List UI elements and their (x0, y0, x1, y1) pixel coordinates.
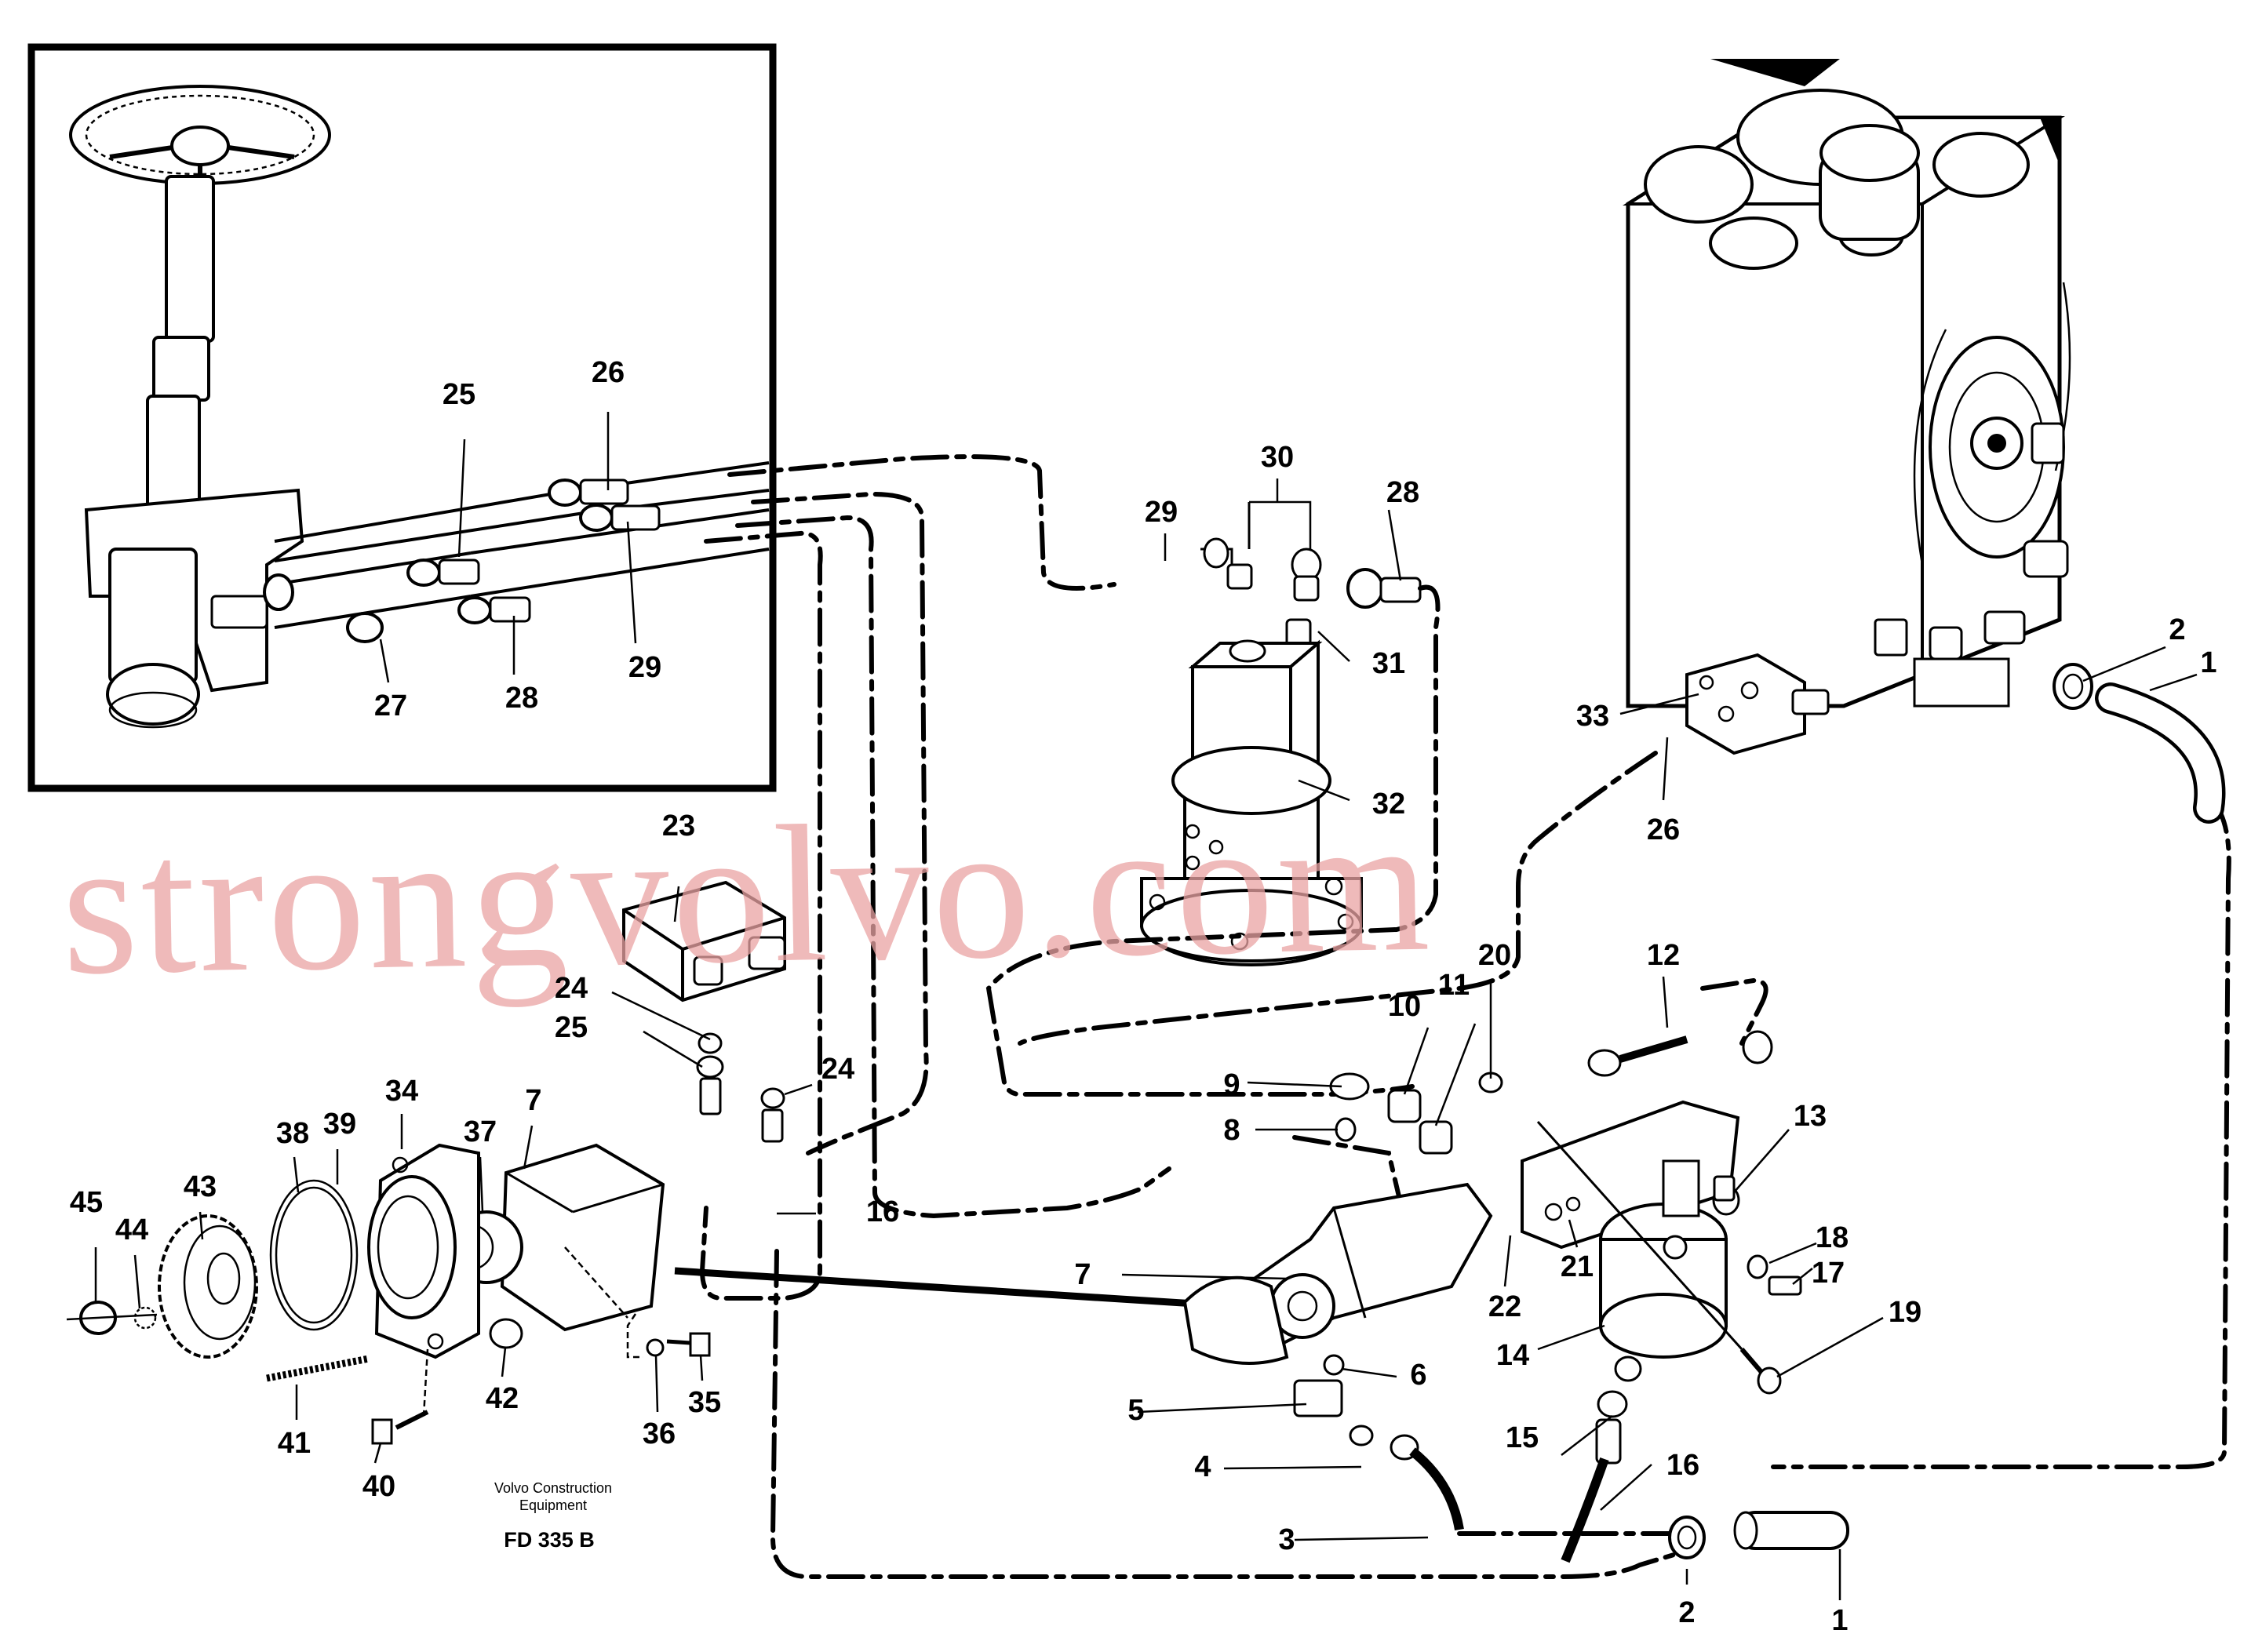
callout: 24 (821, 1053, 854, 1086)
callout: 4 (1194, 1450, 1211, 1483)
callout: 12 (1647, 939, 1680, 972)
callout: 26 (592, 356, 625, 389)
callout: 5 (1127, 1394, 1144, 1427)
callout: 36 (643, 1417, 676, 1450)
callout: 29 (628, 651, 661, 684)
callout: 2 (2169, 613, 2185, 646)
hydraulic-tank (1623, 59, 2093, 755)
callout: 8 (1223, 1114, 1240, 1147)
callout: 22 (1488, 1290, 1521, 1323)
callout: 45 (70, 1186, 103, 1219)
callout: 10 (1388, 990, 1421, 1023)
callout: 14 (1496, 1339, 1529, 1372)
exploded-pump-parts (66, 1143, 711, 1445)
callout: 28 (505, 682, 538, 715)
callout: 30 (1261, 441, 1294, 474)
callout: 26 (1647, 813, 1680, 846)
callout: 15 (1506, 1421, 1539, 1454)
steering-valve-unit (1140, 500, 1422, 966)
callout: 20 (1478, 939, 1511, 972)
callout: 40 (362, 1470, 395, 1503)
callout: 11 (1438, 969, 1470, 1002)
callout: 16 (1666, 1449, 1699, 1482)
callout: 28 (1386, 476, 1419, 509)
callout: 6 (1410, 1359, 1426, 1392)
callout: 1 (1831, 1604, 1848, 1637)
hydraulic-pipes (674, 454, 2231, 1579)
callout: 2 (1678, 1596, 1695, 1629)
callout: 3 (1278, 1523, 1295, 1556)
callout: 42 (486, 1382, 519, 1415)
callout: 39 (323, 1108, 356, 1141)
callout: 13 (1794, 1100, 1827, 1133)
callout: 43 (184, 1170, 217, 1203)
callout: 9 (1223, 1068, 1240, 1101)
callout: 19 (1889, 1296, 1921, 1329)
callout: 29 (1145, 496, 1178, 529)
callout: 34 (385, 1075, 418, 1108)
callout: 27 (374, 690, 407, 722)
callout: 31 (1372, 647, 1405, 680)
pump-assembly (1182, 1030, 1802, 1563)
callout: 37 (464, 1115, 497, 1148)
callout: 1 (2200, 646, 2216, 679)
callout: 25 (555, 1011, 588, 1044)
brand-line-2: Equipment (519, 1497, 587, 1513)
drawing-footer: Volvo Construction Equipment FD 335 B (494, 1480, 612, 1552)
drawing-code: FD 335 B (504, 1528, 595, 1552)
callout: 44 (115, 1214, 148, 1246)
callout: 25 (443, 378, 475, 411)
callout: 16 (866, 1195, 899, 1228)
callout: 41 (278, 1427, 311, 1460)
leader-lines (94, 478, 2198, 1600)
inset-steering-column (27, 43, 777, 792)
callout: 24 (555, 972, 588, 1005)
callout-labels: 1 2 33 26 29 30 28 31 32 25 26 27 28 29 … (70, 356, 2217, 1637)
callout: 32 (1372, 788, 1405, 821)
callout: 7 (1074, 1258, 1091, 1291)
callout: 35 (688, 1386, 721, 1419)
callout: 7 (525, 1084, 541, 1117)
callout: 38 (276, 1117, 309, 1150)
watermark-text: strongvolvo.com (60, 775, 1434, 1016)
brand-line-1: Volvo Construction (494, 1480, 612, 1496)
callout: 17 (1812, 1257, 1845, 1290)
callout: 18 (1816, 1221, 1849, 1254)
callout: 33 (1576, 700, 1609, 733)
callout: 21 (1561, 1250, 1594, 1283)
callout: 23 (662, 810, 695, 842)
return-hose (1668, 682, 2226, 1559)
priority-valve (622, 880, 786, 1143)
